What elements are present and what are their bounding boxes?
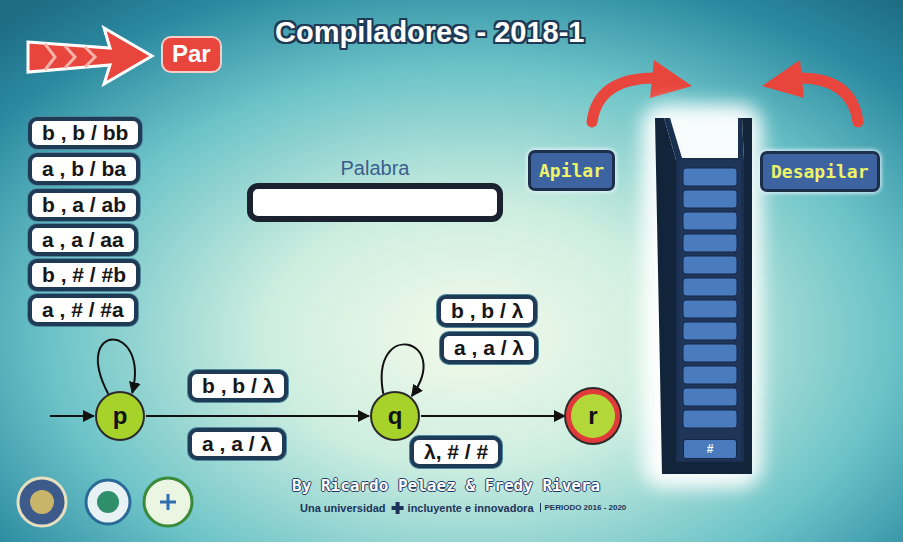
final-state: r	[566, 389, 620, 443]
node-text: Palabra	[247, 156, 503, 180]
node-text: b , b / λ	[451, 299, 523, 322]
node-text: r	[588, 402, 597, 430]
node-text: λ, # / #	[424, 440, 488, 463]
node-text: b , a / ab	[42, 193, 126, 216]
label-text: incluyente e innovadora	[408, 502, 534, 514]
node-text: a , a / aa	[42, 228, 124, 251]
node-text: Apilar	[539, 160, 604, 181]
node-text: a , a / λ	[202, 432, 272, 455]
start-arrow	[50, 415, 94, 417]
transition-label: a , b / ba	[28, 153, 140, 185]
transition-label: λ, # / #	[410, 436, 502, 468]
word-input: Palabra	[247, 156, 503, 222]
label-text: PERIODO 2016 - 2020	[545, 503, 627, 512]
credit-text: By Ricardo Pelaez & Fredy Rivera	[292, 476, 600, 495]
state-circle: q	[370, 391, 420, 441]
transition-label: b , # / #b	[28, 259, 140, 291]
title-text: Compiladores - 2018-1	[275, 16, 584, 48]
transition-arrow	[146, 415, 369, 417]
node-text: Par	[172, 40, 211, 67]
self-loop	[98, 339, 135, 393]
node-text: b , b / bb	[42, 121, 128, 144]
node-text: a , # / #a	[42, 298, 124, 321]
node-text: b , b / λ	[202, 374, 274, 397]
node-text: a , b / ba	[42, 157, 126, 180]
node-text: #	[707, 442, 714, 456]
node-text: p	[113, 402, 128, 430]
stack-tube	[642, 104, 762, 488]
transition-arrow	[421, 415, 565, 417]
transition-label: a , a / λ	[440, 332, 538, 364]
credit-text: PERIODO 2016 - 2020	[540, 503, 627, 512]
pop-arrow	[762, 60, 858, 122]
node-text: q	[388, 402, 403, 430]
node-text: b , # / #b	[42, 263, 126, 286]
state-circle: p	[95, 391, 145, 441]
mode-badge: Par	[163, 38, 220, 71]
label-text: By Ricardo Pelaez & Fredy Rivera	[292, 476, 600, 495]
input-field	[247, 183, 503, 222]
credit-text: incluyente e innovadora	[408, 502, 534, 514]
label-text: Una universidad	[300, 502, 386, 514]
red-arrow	[28, 28, 152, 84]
logos	[18, 478, 192, 526]
self-loop	[382, 344, 424, 396]
transition-label: a , a / λ	[188, 428, 286, 460]
stack-slot: #	[683, 439, 737, 459]
pop-button: Desapilar	[760, 151, 880, 192]
transition-label: a , a / aa	[28, 224, 138, 256]
transition-label: b , a / ab	[28, 189, 140, 221]
plus-symbol	[392, 502, 404, 514]
transition-label: b , b / λ	[437, 295, 537, 327]
transition-label: b , b / λ	[188, 370, 288, 402]
node-text: Desapilar	[771, 161, 869, 182]
title: Compiladores - 2018-1	[275, 16, 584, 49]
push-button: Apilar	[528, 150, 615, 191]
transition-label: b , b / bb	[28, 117, 142, 149]
transition-label: a , # / #a	[28, 294, 138, 326]
credit-text: Una universidad	[300, 502, 386, 514]
node-text: a , a / λ	[454, 336, 524, 359]
